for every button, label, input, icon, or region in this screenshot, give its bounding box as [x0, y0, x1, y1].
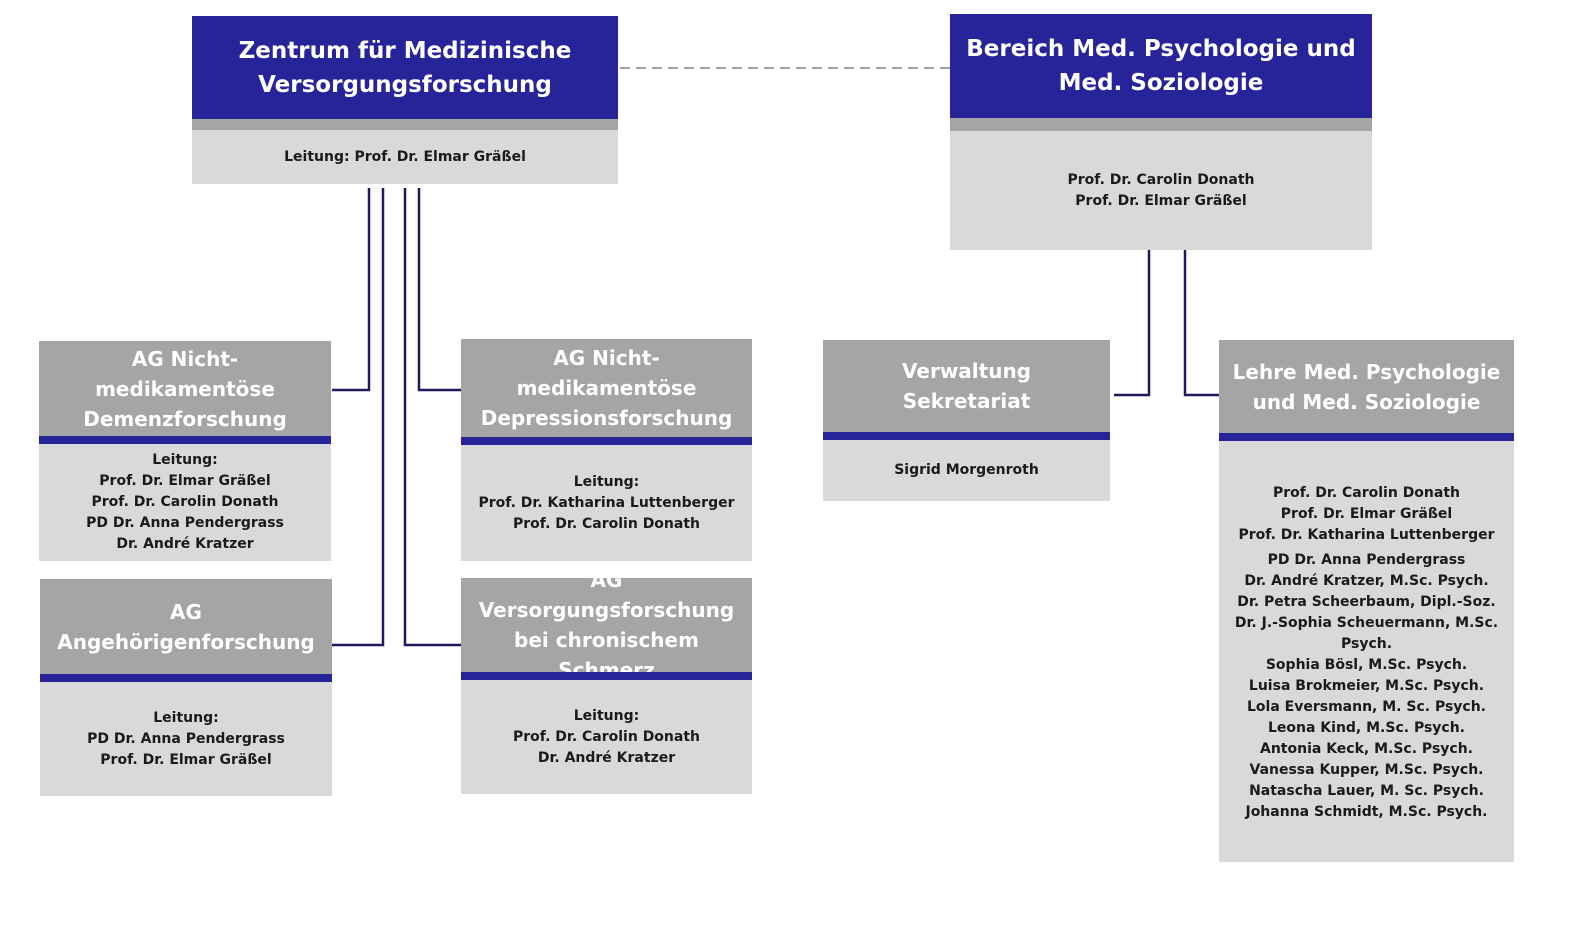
ag-depression-title: AG Nicht-medikamentöse Depressionsforsch… — [461, 339, 752, 437]
ag-depression-box: AG Nicht-medikamentöse Depressionsforsch… — [461, 339, 752, 561]
header-divider — [823, 432, 1110, 440]
header-divider — [40, 674, 332, 682]
title-line: und Med. Soziologie — [1252, 389, 1481, 414]
title-line: Lehre Med. Psychologie — [1232, 359, 1501, 384]
bereich-box: Bereich Med. Psychologie und Med. Soziol… — [950, 14, 1372, 250]
person-line: Johanna Schmidt, M.Sc. Psych. — [1245, 804, 1488, 820]
zentrum-body: Leitung: Prof. Dr. Elmar Gräßel — [192, 130, 618, 184]
person-line: PD Dr. Anna Pendergrass — [1267, 552, 1466, 568]
header-divider — [461, 437, 752, 445]
connector-demenz — [332, 188, 371, 392]
verwaltung-title: Verwaltung Sekretariat — [823, 340, 1110, 432]
person-line: Leona Kind, M.Sc. Psych. — [1267, 720, 1466, 736]
header-divider — [1219, 433, 1514, 441]
person-line: Dr. André Kratzer, M.Sc. Psych. — [1244, 573, 1489, 589]
verwaltung-body: Sigrid Morgenroth — [823, 440, 1110, 501]
connector-depression — [417, 188, 461, 392]
title-line: Versorgungsforschung — [258, 71, 552, 98]
title-line: AG Versorgungsforschung — [478, 568, 735, 622]
connector-schmerz — [403, 188, 461, 647]
lehre-title: Lehre Med. Psychologie und Med. Soziolog… — [1219, 340, 1514, 433]
person-line: Psych. — [1340, 636, 1393, 652]
title-line: Verwaltung — [902, 359, 1031, 383]
person-line: Dr. André Kratzer — [116, 536, 254, 552]
bereich-body: Prof. Dr. Carolin Donath Prof. Dr. Elmar… — [950, 131, 1372, 250]
lehre-body: Prof. Dr. Carolin Donath Prof. Dr. Elmar… — [1219, 441, 1514, 862]
person-line: Dr. Petra Scheerbaum, Dipl.-Soz. — [1237, 594, 1496, 610]
person-line: Dr. André Kratzer — [537, 749, 676, 766]
person-line: Prof. Dr. Elmar Gräßel — [1280, 506, 1453, 522]
verwaltung-box: Verwaltung Sekretariat Sigrid Morgenroth — [823, 340, 1110, 501]
person-line: PD Dr. Anna Pendergrass — [86, 515, 284, 531]
person-line: Luisa Brokmeier, M.Sc. Psych. — [1248, 678, 1485, 694]
person-line: Vanessa Kupper, M.Sc. Psych. — [1249, 762, 1484, 778]
title-line: AG Nicht-medikamentöse — [516, 346, 697, 400]
person-line: Prof. Dr. Carolin Donath — [1272, 485, 1461, 501]
person-line: Prof. Dr. Elmar Gräßel — [99, 473, 271, 489]
title-line: Bereich Med. Psychologie und — [966, 36, 1356, 62]
person-line: Prof. Dr. Katharina Luttenberger — [478, 494, 735, 511]
person-line: Leitung: — [152, 452, 218, 468]
person-line: Leitung: — [153, 709, 219, 726]
ag-schmerz-box: AG Versorgungsforschung bei chronischem … — [461, 568, 752, 794]
ag-schmerz-body: Leitung: Prof. Dr. Carolin Donath Dr. An… — [461, 680, 752, 794]
ag-demenz-title: AG Nicht-medikamentöse Demenzforschung — [39, 341, 331, 436]
connector-angehoerige — [332, 188, 385, 647]
connector-verwaltung — [1114, 250, 1151, 397]
ag-depression-body: Leitung: Prof. Dr. Katharina Luttenberge… — [461, 445, 752, 561]
person-line: Leitung: Prof. Dr. Elmar Gräßel — [284, 148, 526, 165]
person-line: Prof. Dr. Elmar Gräßel — [100, 751, 272, 768]
person-line: Prof. Dr. Elmar Gräßel — [1075, 192, 1247, 209]
person-line: Natascha Lauer, M. Sc. Psych. — [1249, 783, 1484, 799]
person-line: Prof. Dr. Carolin Donath — [1067, 171, 1255, 188]
bereich-title: Bereich Med. Psychologie und Med. Soziol… — [950, 14, 1372, 118]
title-line: Sekretariat — [902, 389, 1031, 413]
person-line: Dr. J.-Sophia Scheuermann, M.Sc. — [1234, 615, 1499, 631]
ag-angehoerige-body: Leitung: PD Dr. Anna Pendergrass Prof. D… — [40, 682, 332, 796]
header-divider — [39, 436, 331, 444]
ag-angehoerige-title: AG Angehörigenforschung — [40, 579, 332, 674]
header-divider — [950, 118, 1372, 131]
person-line: Antonia Keck, M.Sc. Psych. — [1260, 741, 1473, 757]
title-line: AG Angehörigenforschung — [57, 599, 315, 654]
person-line: Sophia Bösl, M.Sc. Psych. — [1265, 657, 1468, 673]
title-line: Zentrum für Medizinische — [238, 37, 572, 64]
zentrum-title: Zentrum für Medizinische Versorgungsfors… — [192, 16, 618, 119]
zentrum-box: Zentrum für Medizinische Versorgungsfors… — [192, 16, 618, 184]
person-line: Lola Eversmann, M. Sc. Psych. — [1247, 699, 1486, 715]
header-divider — [461, 672, 752, 680]
person-line: Leitung: — [573, 707, 640, 724]
person-line: Leitung: — [573, 473, 640, 490]
ag-schmerz-title: AG Versorgungsforschung bei chronischem … — [461, 568, 752, 682]
person-line: Sigrid Morgenroth — [894, 462, 1039, 478]
title-line: Med. Soziologie — [1058, 70, 1264, 96]
header-divider — [192, 119, 618, 130]
person-line: Prof. Dr. Katharina Luttenberger — [1238, 527, 1495, 543]
ag-demenz-box: AG Nicht-medikamentöse Demenzforschung L… — [39, 341, 331, 561]
ag-demenz-body: Leitung: Prof. Dr. Elmar Gräßel Prof. Dr… — [39, 444, 331, 561]
person-line: Prof. Dr. Carolin Donath — [512, 515, 701, 532]
ag-angehoerige-box: AG Angehörigenforschung Leitung: PD Dr. … — [40, 579, 332, 796]
connector-lehre — [1183, 250, 1219, 397]
lehre-box: Lehre Med. Psychologie und Med. Soziolog… — [1219, 340, 1514, 862]
title-line: Demenzforschung — [83, 406, 287, 431]
person-line: PD Dr. Anna Pendergrass — [87, 730, 285, 747]
person-line: Prof. Dr. Carolin Donath — [91, 494, 279, 510]
title-line: AG Nicht-medikamentöse — [95, 346, 275, 401]
person-line: Prof. Dr. Carolin Donath — [512, 728, 701, 745]
title-line: Depressionsforschung — [480, 406, 733, 430]
